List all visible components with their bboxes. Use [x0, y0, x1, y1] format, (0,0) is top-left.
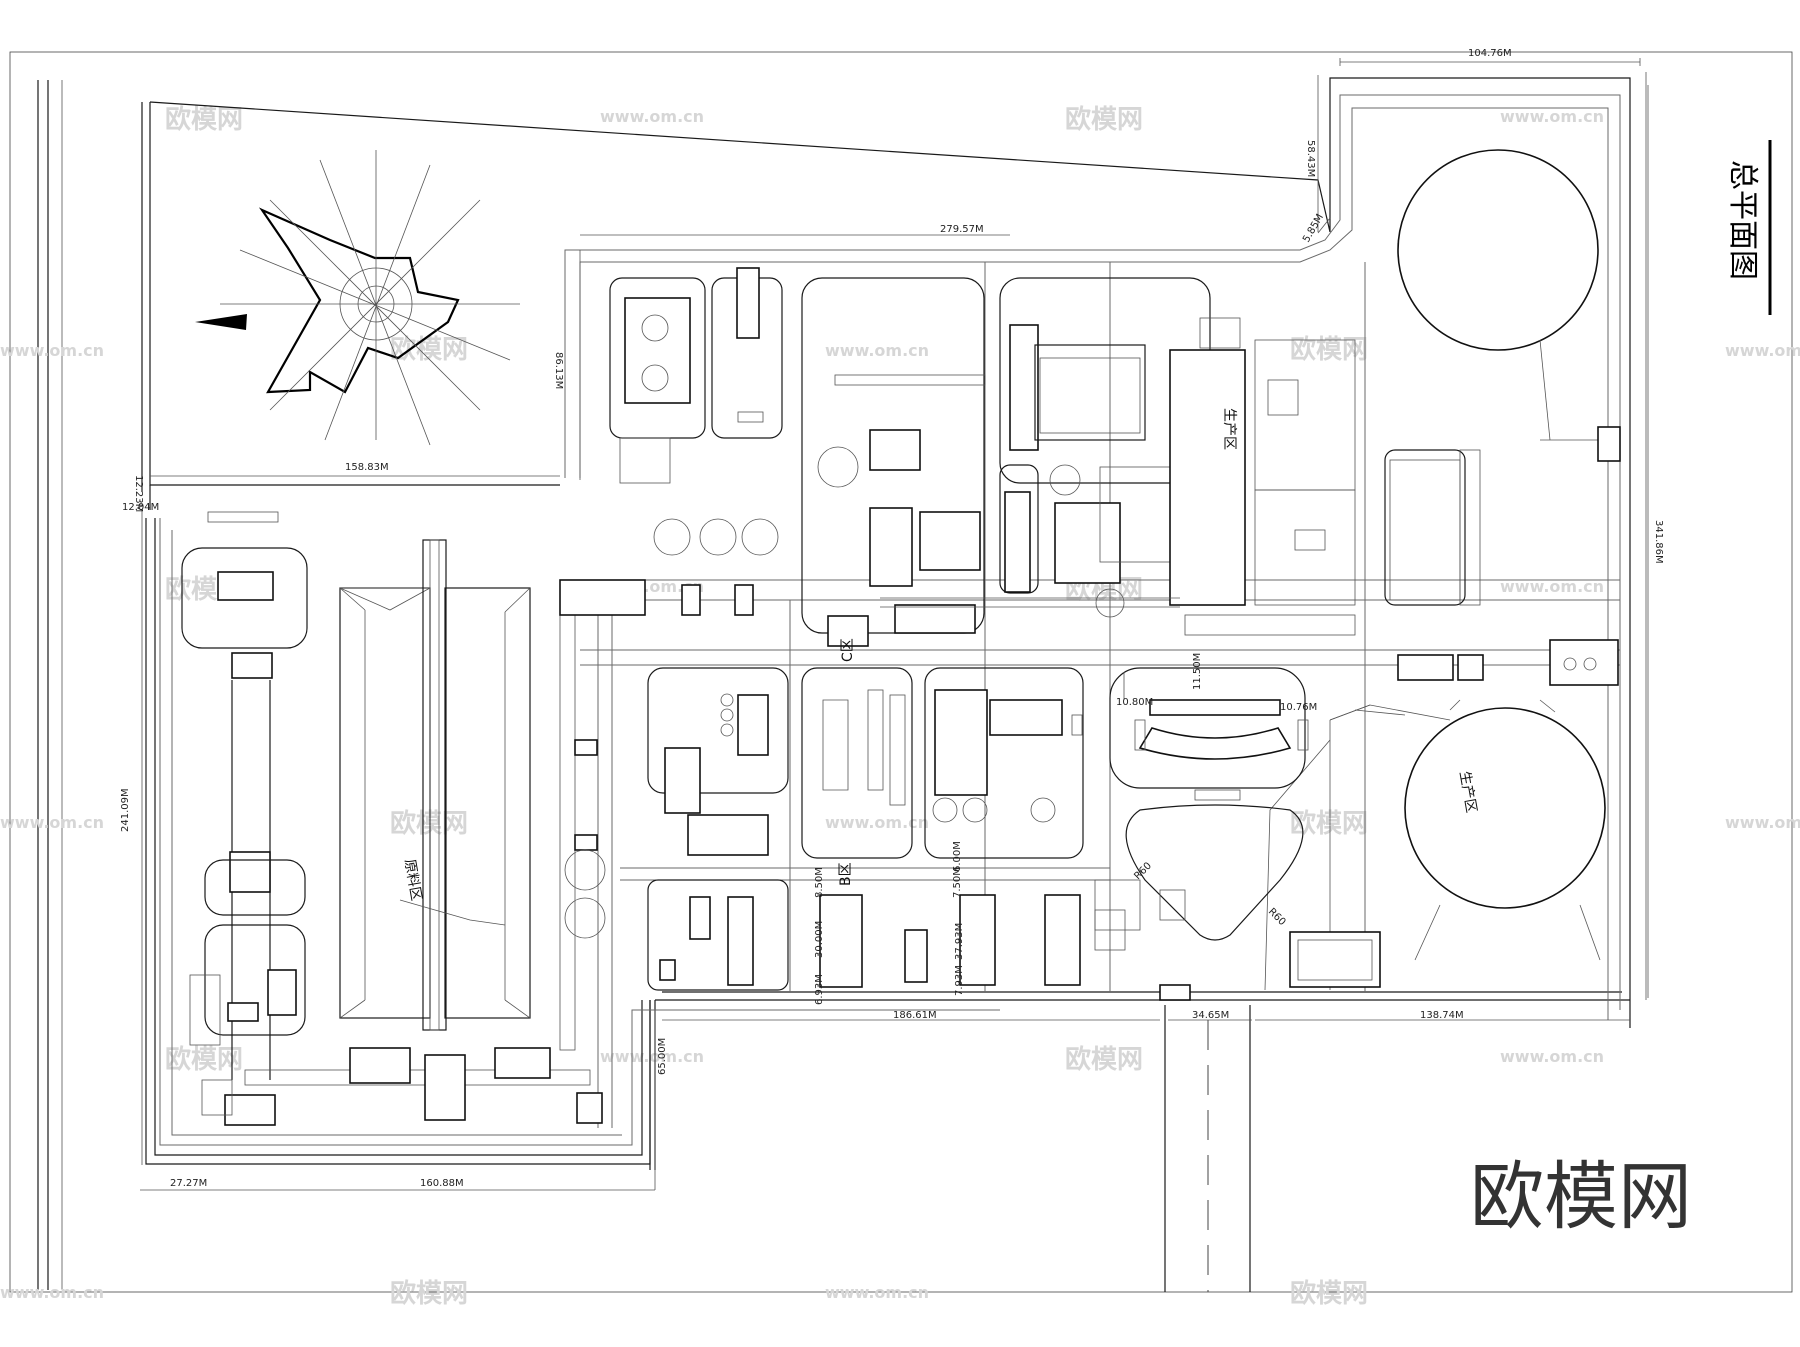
dim-bottom-186: 186.61M — [893, 1010, 937, 1021]
dim-bottom-34: 34.65M — [1192, 1010, 1229, 1021]
svg-text:www.om.cn: www.om.cn — [1500, 577, 1604, 596]
pool-outer — [1289, 931, 1381, 988]
dim-left-86: 86.13M — [553, 352, 564, 389]
svg-text:www.om.cn: www.om.cn — [0, 813, 104, 832]
svg-text:www.om.cn: www.om.cn — [0, 1283, 104, 1302]
site-boundary — [141, 58, 1647, 1170]
svg-text:www.om.cn: www.om.cn — [600, 107, 704, 126]
dim-right-58: 58.43M — [1305, 140, 1316, 177]
drawing-frame — [9, 51, 1793, 1293]
zone-b: B区 — [838, 862, 854, 886]
dim-left-241: 241.09M — [120, 788, 131, 832]
dim-r60-a: R60 — [1132, 860, 1154, 882]
dim-top-279: 279.57M — [940, 224, 984, 235]
dim-7-50: 7.50M — [952, 867, 963, 898]
dim-r60-b: R60 — [1266, 906, 1288, 928]
wind-rose-compass — [195, 150, 520, 446]
drawing-title: 总平面图 — [1725, 160, 1760, 280]
dim-37-93: 37.93M — [954, 923, 965, 960]
dim-left-12-23: 12.23M — [133, 475, 144, 512]
zone-production-2: 生产区 — [1456, 770, 1479, 814]
dim-10-80: 10.80M — [1116, 697, 1153, 708]
svg-text:欧模网: 欧模网 — [390, 1278, 468, 1309]
dim-30-00: 30.00M — [814, 921, 825, 958]
svg-text:欧模网: 欧模网 — [390, 334, 468, 365]
svg-text:欧模网: 欧模网 — [1290, 334, 1368, 365]
brand-logo: 欧模网 — [1470, 1154, 1692, 1240]
svg-text:欧模网: 欧模网 — [165, 104, 243, 135]
dim-left-12-04: 12.04M — [122, 502, 159, 513]
pool-inner — [1297, 939, 1373, 981]
storage-tank-north — [1397, 149, 1599, 351]
storage-tank-south — [1404, 707, 1606, 909]
dim-6-00: 6.00M — [952, 841, 963, 872]
dim-7-93: 7.93M — [954, 965, 965, 996]
svg-text:www.om.cn: www.om.cn — [1500, 1047, 1604, 1066]
dim-bottom-160: 160.88M — [420, 1178, 464, 1189]
svg-text:欧模网: 欧模网 — [1065, 104, 1143, 135]
tank-pump-house — [1597, 426, 1621, 462]
dim-top-104: 104.76M — [1468, 48, 1512, 59]
dim-right-341: 341.86M — [1653, 520, 1664, 564]
tank-guide-lines — [1264, 339, 1605, 991]
svg-text:www.om.cn: www.om.cn — [825, 813, 929, 832]
dimension-lines — [140, 85, 1649, 1191]
svg-text:欧模网: 欧模网 — [390, 808, 468, 839]
central-production-complex — [559, 277, 1619, 939]
office-arc-building — [1109, 667, 1309, 801]
dim-8-50: 8.50M — [814, 867, 825, 898]
svg-text:www.om.cn: www.om.cn — [1500, 107, 1604, 126]
svg-text:www.om.cn: www.om.cn — [825, 341, 929, 360]
zone-raw-material: 原料区 — [401, 858, 424, 902]
dim-bottom-27: 27.27M — [170, 1178, 207, 1189]
dim-left-158: 158.83M — [345, 462, 389, 473]
b-zone-block — [647, 879, 1126, 991]
svg-text:欧模网: 欧模网 — [1065, 1044, 1143, 1075]
dim-small-5: 5.85M — [1301, 212, 1326, 244]
zone-labels: 原料区 生产区 生产区 C区 B区 — [401, 408, 1479, 902]
pump-station-block — [609, 267, 783, 484]
c-zone-block — [647, 667, 1084, 859]
zone-production-1: 生产区 — [1221, 408, 1237, 450]
svg-text:www.om.cn: www.om.cn — [1725, 341, 1800, 360]
svg-text:欧模网: 欧模网 — [1290, 1278, 1368, 1309]
svg-text:www.om.cn: www.om.cn — [1725, 813, 1800, 832]
dim-10-76: 10.76M — [1280, 702, 1317, 713]
svg-text:www.om.cn: www.om.cn — [825, 1283, 929, 1302]
zone-c: C区 — [840, 638, 856, 662]
dim-bottom-138: 138.74M — [1420, 1010, 1464, 1021]
watermark-layer: 欧模网 欧模网 欧模网 欧模网 欧模网 欧模网 欧模网 欧模网 欧模网 欧模网 … — [0, 104, 1800, 1309]
raw-material-area — [181, 511, 603, 1126]
svg-text:www.om.cn: www.om.cn — [0, 341, 104, 360]
dim-6-93: 6.93M — [814, 974, 825, 1005]
svg-text:欧模网: 欧模网 — [165, 1044, 243, 1075]
auditorium-block — [1094, 804, 1304, 941]
drawing-title-block: 总平面图 — [1725, 140, 1772, 315]
dim-11-50: 11.50M — [1192, 653, 1203, 690]
svg-text:www.om.cn: www.om.cn — [600, 1047, 704, 1066]
dim-left-65: 65.00M — [657, 1038, 668, 1075]
entrance-road — [1159, 984, 1251, 1292]
